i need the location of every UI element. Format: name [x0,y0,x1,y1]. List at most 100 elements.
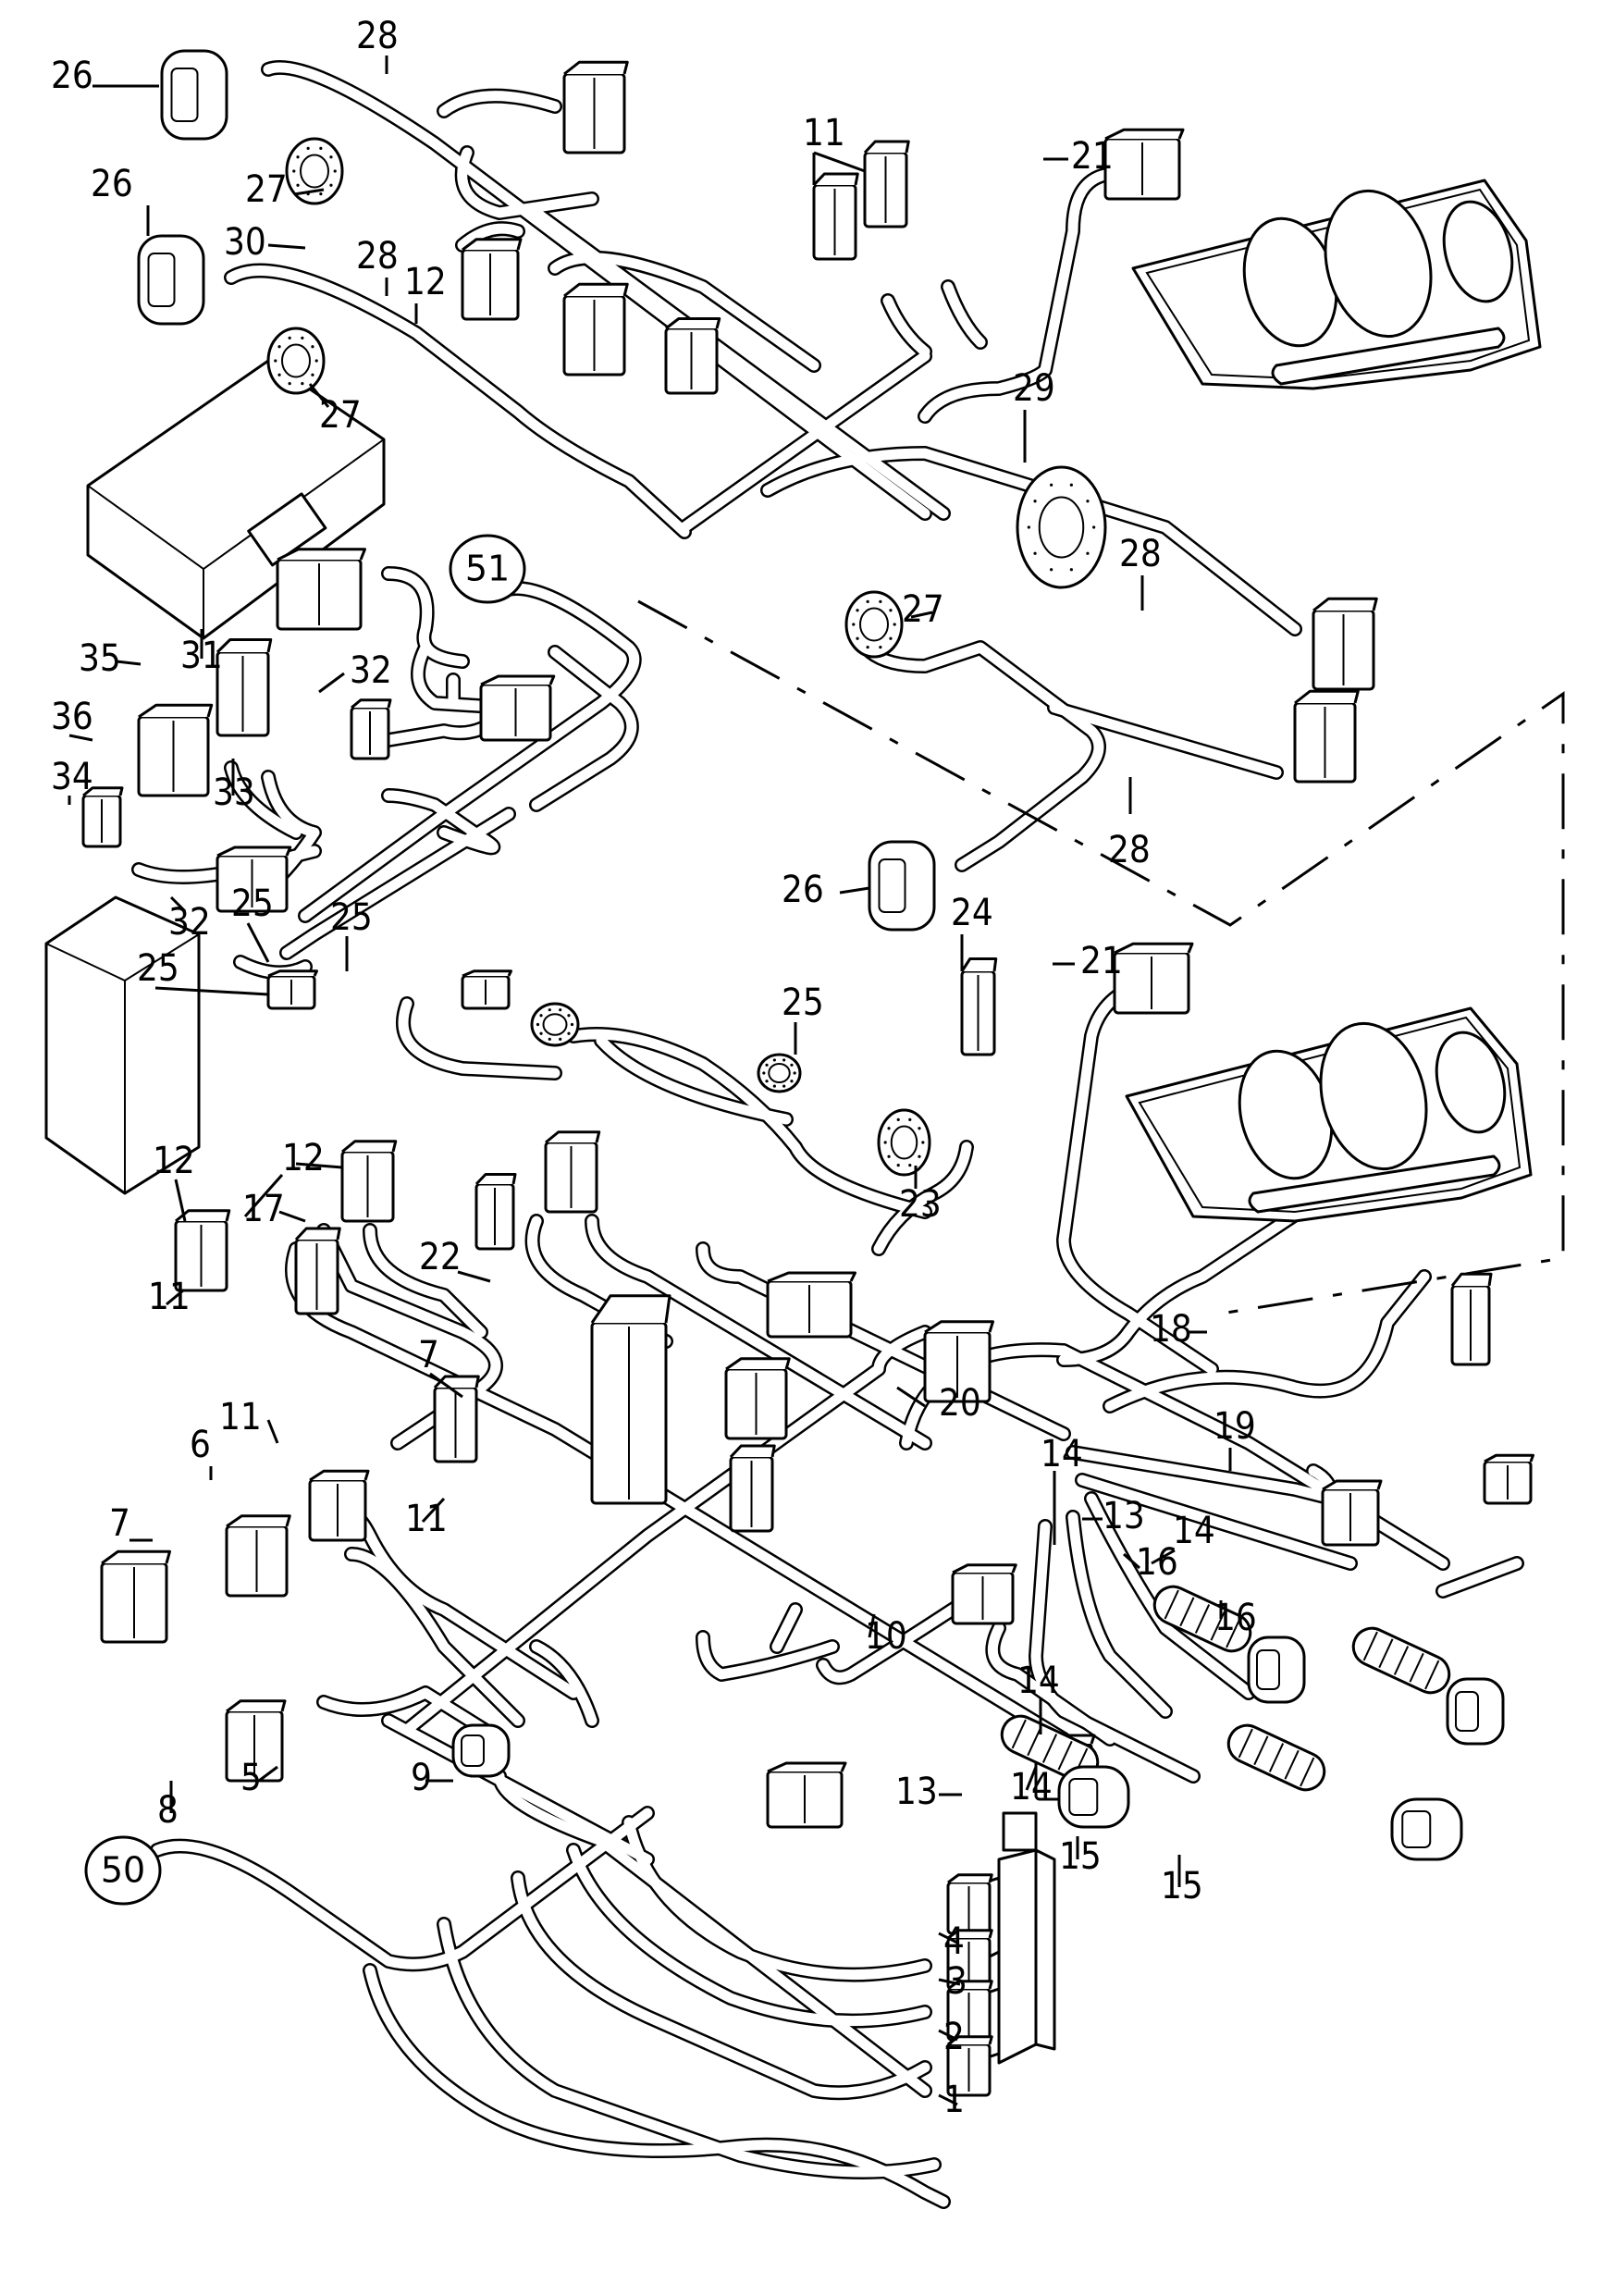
leader-lines [68,56,1232,2106]
sensor-19 [1483,1453,1534,1505]
leader-line [938,2029,958,2042]
grommet-25 [530,1002,580,1047]
callout-7: 7 [418,1334,439,1376]
harness-wire-inner [398,998,561,1079]
callout-14: 14 [1017,1660,1060,1702]
connector-12 [340,1140,398,1223]
plug-28 [1293,689,1360,784]
callout-25: 25 [782,981,824,1024]
leader-line [68,734,93,742]
connector-3 [946,1929,993,1991]
harness-wire-inner [762,448,1300,635]
callout-15: 15 [1161,1865,1203,1907]
leader-line [278,1210,306,1223]
harness-wire-inner [531,207,949,519]
relay-35 [216,638,273,737]
harness-wire-inner [263,62,930,519]
harness-wire-inner [549,253,819,371]
harness-wire-inner [346,1549,524,1726]
callout-28: 28 [1119,533,1162,575]
callout-22: 22 [419,1236,462,1278]
round-connector-26 [160,49,228,141]
plug-16 [1446,1677,1505,1746]
reference-circle-50: 50 [84,1835,162,1906]
harness-wire-inner [586,1216,930,1449]
callout-30: 30 [224,221,266,264]
leader-line [868,1613,876,1638]
grommet-25 [757,1053,802,1093]
reference-circle-51: 51 [449,534,526,604]
callout-34: 34 [51,756,93,798]
harness-wire-inner [364,1225,487,1338]
callout-9: 9 [411,1757,432,1799]
callout-19: 19 [1214,1405,1256,1448]
harness-wire-inner [300,583,640,921]
connector-9 [766,1761,847,1829]
callout-29: 29 [1013,367,1055,410]
harness-wire-inner [494,1771,930,2096]
connector-32 [479,674,556,742]
connector-33 [350,698,392,760]
callout-14: 14 [1173,1510,1215,1552]
callout-25: 25 [137,947,179,990]
harness-wire-inner [383,790,499,853]
callout-13: 13 [1103,1495,1145,1537]
harness-wire-inner [531,647,637,810]
leader-line [429,1372,463,1399]
harness-wire-inner [1049,702,1282,778]
connector-25 [461,969,512,1010]
leader-line [938,1932,958,1944]
harness-wire-inner [919,168,1143,422]
harness-wire-inner [1067,1512,1171,1717]
switch-31 [276,548,366,631]
harness-wire-inner [697,1632,838,1680]
harness-wire [566,1843,932,2029]
grommet-27 [266,327,326,395]
leader-line [266,1419,279,1444]
harness-wire-inner [987,1623,1115,1745]
sensor-14 [1152,1585,1252,1653]
harness-wire-inner [596,1035,792,1125]
leader-line [896,1386,926,1408]
callout-23: 23 [899,1183,942,1226]
callout-28: 28 [356,235,399,278]
grommet-29 [1016,465,1107,589]
plug-28 [562,60,629,154]
harness-wire-inner [568,1029,930,1217]
connector-10 [951,1563,1017,1625]
leader-line [293,188,325,196]
harness-wire-inner [457,223,524,251]
grommet-23 [877,1108,931,1177]
callout-12: 12 [153,1140,195,1182]
leader-line [267,243,306,250]
harness-wires [131,59,1524,2209]
sensor-14 [1226,1723,1326,1792]
callout-4: 4 [943,1920,965,1963]
callout-labels: 26 28 27 26 30 28 12 27 11 21 29 28 27 2… [51,15,1257,2121]
callout-27: 27 [245,168,288,211]
connector-7 [724,1357,791,1440]
grommet-27 [285,137,344,205]
callout-35: 35 [79,637,121,680]
harness-wire-inner [383,568,468,667]
callout-11: 11 [219,1396,262,1438]
callout-14: 14 [1041,1433,1083,1475]
callout-11: 11 [148,1276,191,1318]
connector-11 [294,1227,341,1315]
callout-14: 14 [1010,1766,1053,1808]
callout-12: 12 [404,261,447,303]
callout-17: 17 [242,1188,285,1230]
connector-13 [1321,1479,1383,1547]
connector-7 [225,1514,291,1598]
callout-13: 13 [895,1771,938,1813]
harness-wire-inner [943,281,986,348]
connector-24 [960,957,998,1056]
round-connector-26 [868,840,936,932]
plug-15 [1057,1765,1130,1829]
leader-line [166,1289,184,1306]
harness-wire-inner [1086,1493,1254,1698]
harness-wire-inner [771,1604,801,1652]
harness-wire-inner [568,1845,930,2027]
connector-18 [1450,1272,1493,1366]
harness-wire-inner [623,1817,930,1981]
